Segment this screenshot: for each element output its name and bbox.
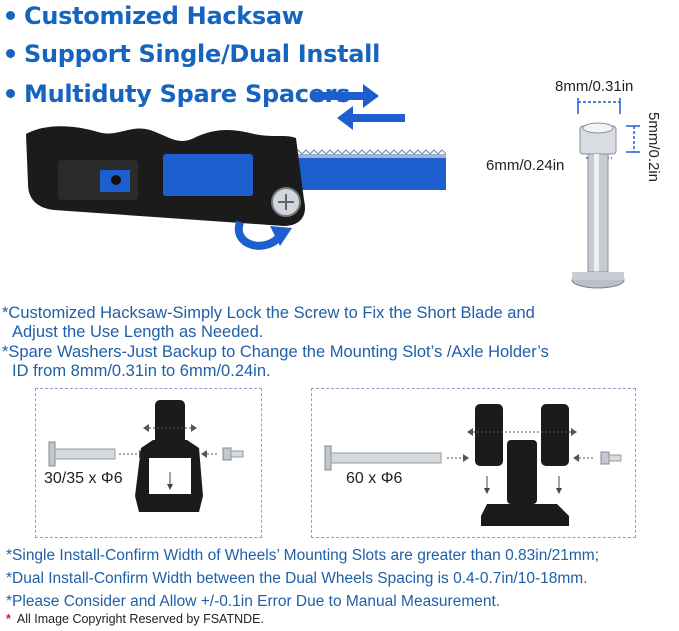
copyright-text: All Image Copyright Reserved by FSATNDE. [16, 612, 264, 626]
note-dual-install: *Dual Install-Confirm Width between the … [6, 570, 588, 587]
dimension-outer: 8mm/0.31in [555, 78, 634, 95]
description-line-4: ID from 8mm/0.31in to 6mm/0.24in. [12, 362, 271, 380]
feature-spare-spacers: Multiduty Spare Spacers [6, 80, 350, 108]
note-measurement-error: *Please Consider and Allow +/-0.1in Erro… [6, 593, 501, 610]
single-install-illustration [48, 400, 244, 512]
feature-single-dual-install: Support Single/Dual Install [6, 40, 380, 68]
dimension-inner: 6mm/0.24in [486, 157, 565, 174]
dual-install-box [311, 388, 636, 538]
single-install-box [35, 388, 262, 538]
description-line-3: *Spare Washers-Just Backup to Change the… [2, 343, 549, 361]
feature-label: Multiduty Spare Spacers [24, 80, 351, 108]
dual-install-illustration [324, 404, 622, 526]
feature-label: Customized Hacksaw [24, 2, 304, 30]
single-install-spec: 30/35 x Φ6 [44, 470, 123, 487]
description-line-1: *Customized Hacksaw-Simply Lock the Scre… [2, 304, 535, 322]
hacksaw-illustration [26, 126, 447, 250]
bullet-dot [6, 48, 15, 58]
feature-customized-hacksaw: Customized Hacksaw [6, 2, 304, 30]
copyright-star: * [6, 612, 11, 626]
note-single-install: *Single Install-Confirm Width of Wheels’… [6, 547, 600, 564]
adjust-direction-arrows-icon [311, 84, 405, 130]
bullet-dot [6, 10, 15, 20]
copyright-notice: * All Image Copyright Reserved by FSATNDE… [6, 612, 264, 626]
description-line-2: Adjust the Use Length as Needed. [12, 323, 264, 341]
dual-install-spec: 60 x Φ6 [346, 470, 403, 487]
feature-label: Support Single/Dual Install [24, 40, 381, 68]
bullet-dot [6, 88, 15, 98]
spacer-bolt-illustration [571, 98, 640, 289]
